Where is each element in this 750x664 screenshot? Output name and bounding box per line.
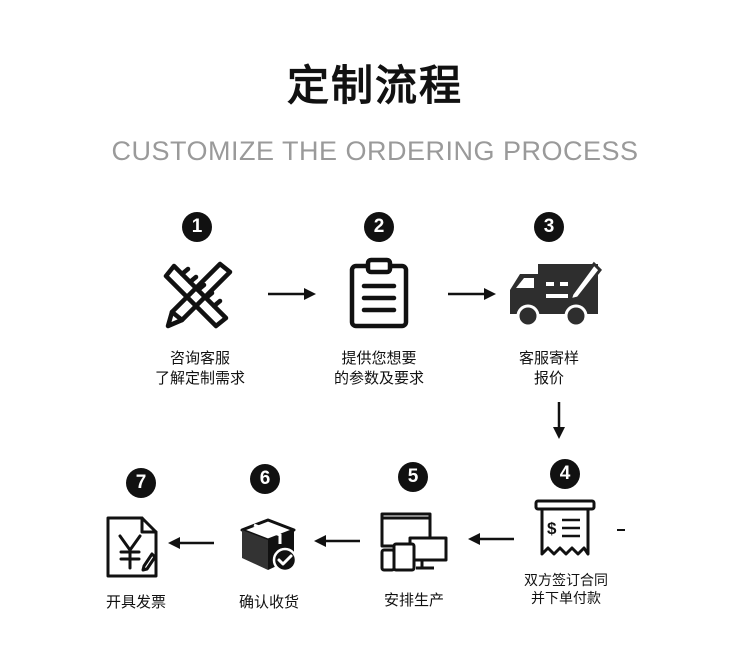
step-5-badge: 5 xyxy=(398,462,428,492)
step-1-line-1: 咨询客服 xyxy=(169,349,230,367)
delivery-truck-icon xyxy=(510,261,603,328)
step-1-badge: 1 xyxy=(182,212,212,242)
step-1-line-2: 了解定制需求 xyxy=(154,369,245,387)
package-check-icon xyxy=(240,518,298,573)
step-5-line-1: 安排生产 xyxy=(383,591,444,609)
devices-icon xyxy=(380,512,448,572)
step-2-badge: 2 xyxy=(364,212,394,242)
step-3-line-1: 客服寄样 xyxy=(518,349,579,367)
step-2-line-2: 的参数及要求 xyxy=(333,369,424,387)
step-6-line-1: 确认收货 xyxy=(238,593,299,611)
ruler-pencil-icon xyxy=(163,261,233,329)
step-4-line-1: 双方签订合同 xyxy=(524,573,608,589)
step-7-badge: 7 xyxy=(126,468,156,498)
step-6-badge: 6 xyxy=(250,464,280,494)
svg-text:$: $ xyxy=(547,519,557,538)
arrow-left-icon xyxy=(314,535,360,547)
step-3-line-2: 报价 xyxy=(533,369,564,387)
page-subtitle: CUSTOMIZE THE ORDERING PROCESS xyxy=(111,136,639,166)
step-5-label: 安排生产 xyxy=(354,590,474,610)
step-4-badge: 4 xyxy=(550,459,580,489)
receipt-icon: $ xyxy=(534,499,596,556)
arrow-left-icon xyxy=(468,533,514,545)
step-4-line-2: 并下单付款 xyxy=(531,591,601,607)
step-4-label: 双方签订合同 并下单付款 xyxy=(498,572,634,608)
step-7-label: 开具发票 xyxy=(86,592,186,612)
step-7-line-1: 开具发票 xyxy=(105,593,166,611)
step-2-line-1: 提供您想要 xyxy=(341,349,417,367)
arrow-left-icon xyxy=(168,537,214,549)
arrow-right-icon xyxy=(448,288,496,300)
clipboard-icon xyxy=(349,257,409,329)
page-title: 定制流程 xyxy=(286,61,463,110)
step-6-label: 确认收货 xyxy=(214,592,324,612)
invoice-yen-icon xyxy=(106,516,158,578)
step-3-label: 客服寄样 报价 xyxy=(484,348,614,388)
arrow-down-icon xyxy=(553,402,565,439)
step-1-label: 咨询客服 了解定制需求 xyxy=(130,348,270,388)
step-3-badge: 3 xyxy=(534,212,564,242)
continuation-mark xyxy=(617,529,625,531)
step-2-label: 提供您想要 的参数及要求 xyxy=(309,348,449,388)
arrow-right-icon xyxy=(268,288,316,300)
